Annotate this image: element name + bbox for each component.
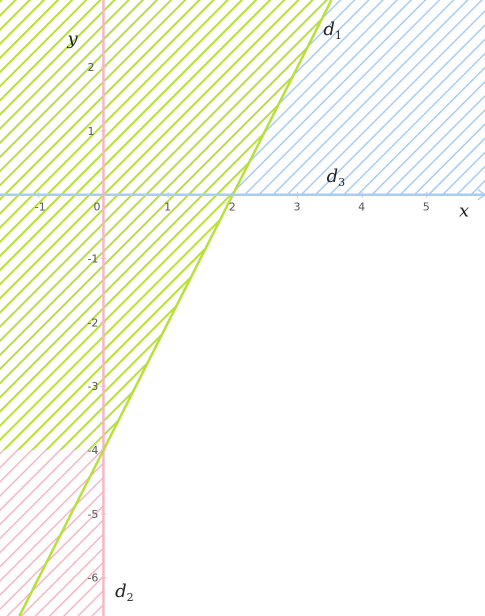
y-tick-label: -4 bbox=[87, 444, 98, 457]
y-tick-label: -5 bbox=[87, 508, 98, 521]
x-tick-label: 3 bbox=[293, 201, 300, 214]
region-left-of-d2 bbox=[0, 450, 104, 616]
line-d1 bbox=[18, 0, 333, 616]
x-axis-label: x bbox=[459, 201, 469, 222]
x-tick-label: -1 bbox=[35, 201, 46, 214]
y-tick-label: 2 bbox=[87, 61, 94, 74]
y-axis-ticks: 2 1 -1 -2 -3 -4 -5 -6 bbox=[87, 61, 107, 585]
x-tick-label: 5 bbox=[423, 201, 430, 214]
x-tick-label: 2 bbox=[229, 201, 236, 214]
x-tick-label: 4 bbox=[358, 201, 365, 214]
y-tick-label: -3 bbox=[87, 380, 98, 393]
y-tick-label: 1 bbox=[87, 125, 94, 138]
y-tick-label: -2 bbox=[87, 316, 98, 329]
x-axis-ticks: -1 0 1 2 3 4 5 bbox=[35, 191, 430, 214]
y-tick-label: -6 bbox=[87, 572, 98, 585]
y-tick-label: -1 bbox=[87, 253, 98, 266]
y-axis-label: y bbox=[66, 29, 78, 50]
x-axis-arrow bbox=[477, 189, 485, 201]
x-tick-label: 0 bbox=[93, 201, 100, 214]
d2-label: d2 bbox=[115, 581, 134, 604]
x-tick-label: 1 bbox=[164, 201, 171, 214]
